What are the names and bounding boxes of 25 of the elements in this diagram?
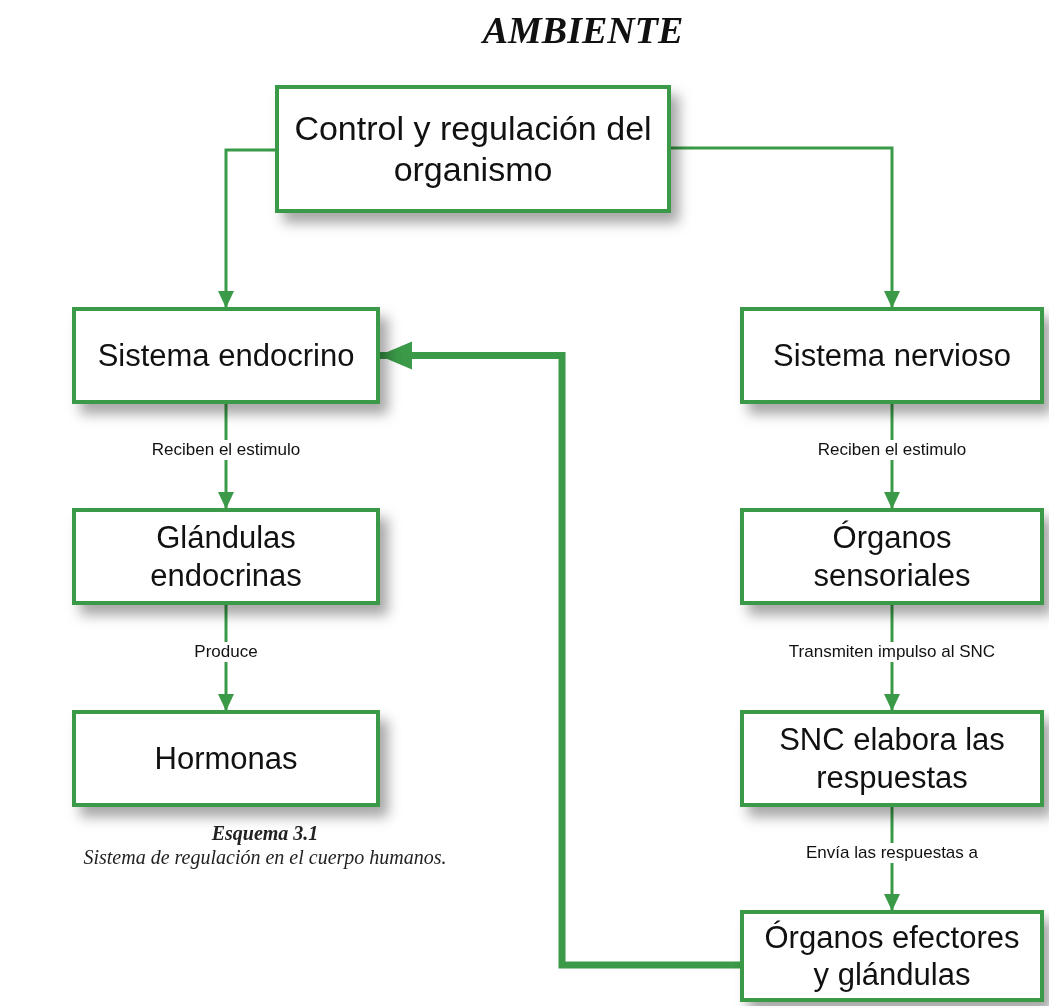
node-text: Hormonas: [154, 739, 298, 778]
process-box: [740, 508, 1044, 605]
process-box: [72, 710, 380, 807]
node-text: Órganos efectores y glándulas: [763, 918, 1021, 994]
caption: Sistema de regulación en el cuerpo humanos.: [82, 846, 448, 869]
edge-label: Produce: [192, 641, 260, 662]
node-text: Control y regulación del organismo: [293, 108, 653, 190]
edge-label: Transmiten impulso al SNC: [786, 641, 998, 662]
arrow: [671, 146, 900, 308]
process-box: [275, 85, 671, 213]
node-text: Glándulas endocrinas: [149, 519, 303, 594]
title: AMBIENTE: [480, 8, 685, 52]
arrow: [379, 341, 740, 969]
edge-label: Envía las respuestas a: [804, 842, 980, 863]
process-box: [72, 307, 380, 404]
process-box: [740, 710, 1044, 807]
process-box: [72, 508, 380, 605]
process-box: [740, 307, 1044, 404]
node-text: Sistema endocrino: [97, 336, 355, 375]
node-text: Sistema nervioso: [773, 336, 1011, 375]
node-text: Órganos sensoriales: [812, 519, 972, 594]
arrow: [218, 148, 275, 308]
figure-number: Esquema 3.1: [210, 822, 320, 845]
node-text: SNC elabora las respuestas: [778, 721, 1006, 796]
process-box: [740, 910, 1044, 1002]
